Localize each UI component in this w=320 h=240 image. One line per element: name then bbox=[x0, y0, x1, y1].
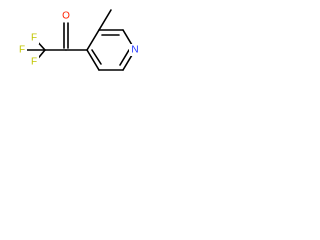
bond-ring-inner-2 bbox=[119, 49, 130, 66]
fluorine-bottom-label-bg bbox=[29, 56, 39, 68]
nitrogen-label-bg bbox=[129, 44, 141, 56]
molecule-structure: F F F O N bbox=[17, 9, 141, 71]
fluorine-left-label-bg bbox=[17, 44, 27, 56]
structure-canvas: F F F O N bbox=[0, 0, 159, 117]
fluorine-bottom-label: F bbox=[31, 57, 37, 68]
atom-label-layer: F F F O N bbox=[17, 10, 141, 68]
bond-layer bbox=[26, 9, 136, 71]
oxygen-label-bg bbox=[60, 10, 72, 22]
oxygen-label: O bbox=[62, 11, 70, 22]
bond-ring-c4-c3 bbox=[86, 29, 100, 51]
bond-methyl bbox=[98, 9, 112, 31]
nitrogen-label: N bbox=[131, 45, 138, 56]
fluorine-left-label: F bbox=[19, 45, 25, 56]
bond-ring-c5-c4 bbox=[86, 49, 100, 71]
fluorine-top-label: F bbox=[31, 33, 37, 44]
bond-ring-inner-3 bbox=[91, 49, 102, 65]
fluorine-top-label-bg bbox=[29, 32, 39, 44]
